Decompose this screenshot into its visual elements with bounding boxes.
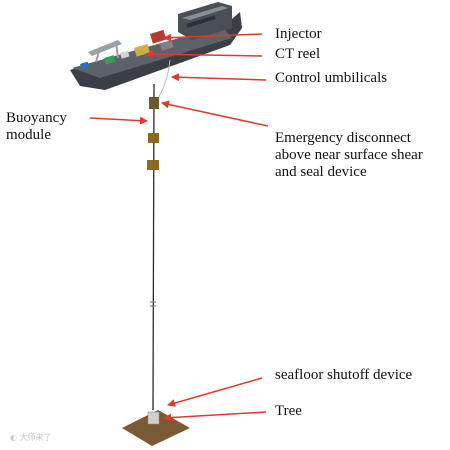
label-ct-reel: CT reel bbox=[275, 46, 321, 62]
label-emergency-line3: and seal device bbox=[275, 164, 367, 180]
label-seafloor-shutoff: seafloor shutoff device bbox=[275, 367, 413, 383]
label-tree: Tree bbox=[275, 403, 302, 419]
arrow-injector bbox=[163, 33, 263, 42]
label-emergency-disconnect: Emergency disconnect above near surface … bbox=[275, 130, 423, 181]
arrow-emergency-disconnect bbox=[161, 100, 269, 127]
label-buoyancy-module: Buoyancy module bbox=[6, 110, 67, 144]
injector-unit bbox=[150, 29, 167, 44]
watermark: ◐ 大师来了 bbox=[10, 432, 52, 443]
arrow-seafloor-shutoff bbox=[167, 377, 263, 407]
label-control-umbilicals: Control umbilicals bbox=[275, 70, 388, 86]
label-emergency-line2: above near surface shear bbox=[275, 147, 423, 163]
vessel bbox=[70, 2, 242, 90]
arrow-ct-reel bbox=[145, 50, 263, 59]
arrow-buoyancy-module bbox=[89, 116, 148, 125]
arrow-tree bbox=[163, 411, 267, 422]
arrow-control-umbilicals bbox=[171, 73, 267, 82]
buoyancy-module bbox=[149, 97, 159, 109]
emergency-disconnect-device bbox=[148, 133, 159, 143]
watermark-icon: ◐ bbox=[10, 433, 20, 442]
label-emergency-line1: Emergency disconnect bbox=[275, 130, 411, 146]
crane bbox=[88, 40, 122, 56]
label-buoyancy-line2: module bbox=[6, 127, 51, 143]
seafloor-shutoff-device bbox=[147, 411, 160, 425]
seabed-plate bbox=[122, 410, 190, 446]
label-buoyancy-line1: Buoyancy bbox=[6, 110, 67, 126]
riser-pipe bbox=[152, 83, 155, 411]
shear-seal-device bbox=[147, 160, 159, 170]
watermark-text: 大师来了 bbox=[19, 433, 52, 442]
label-injector: Injector bbox=[275, 26, 322, 42]
